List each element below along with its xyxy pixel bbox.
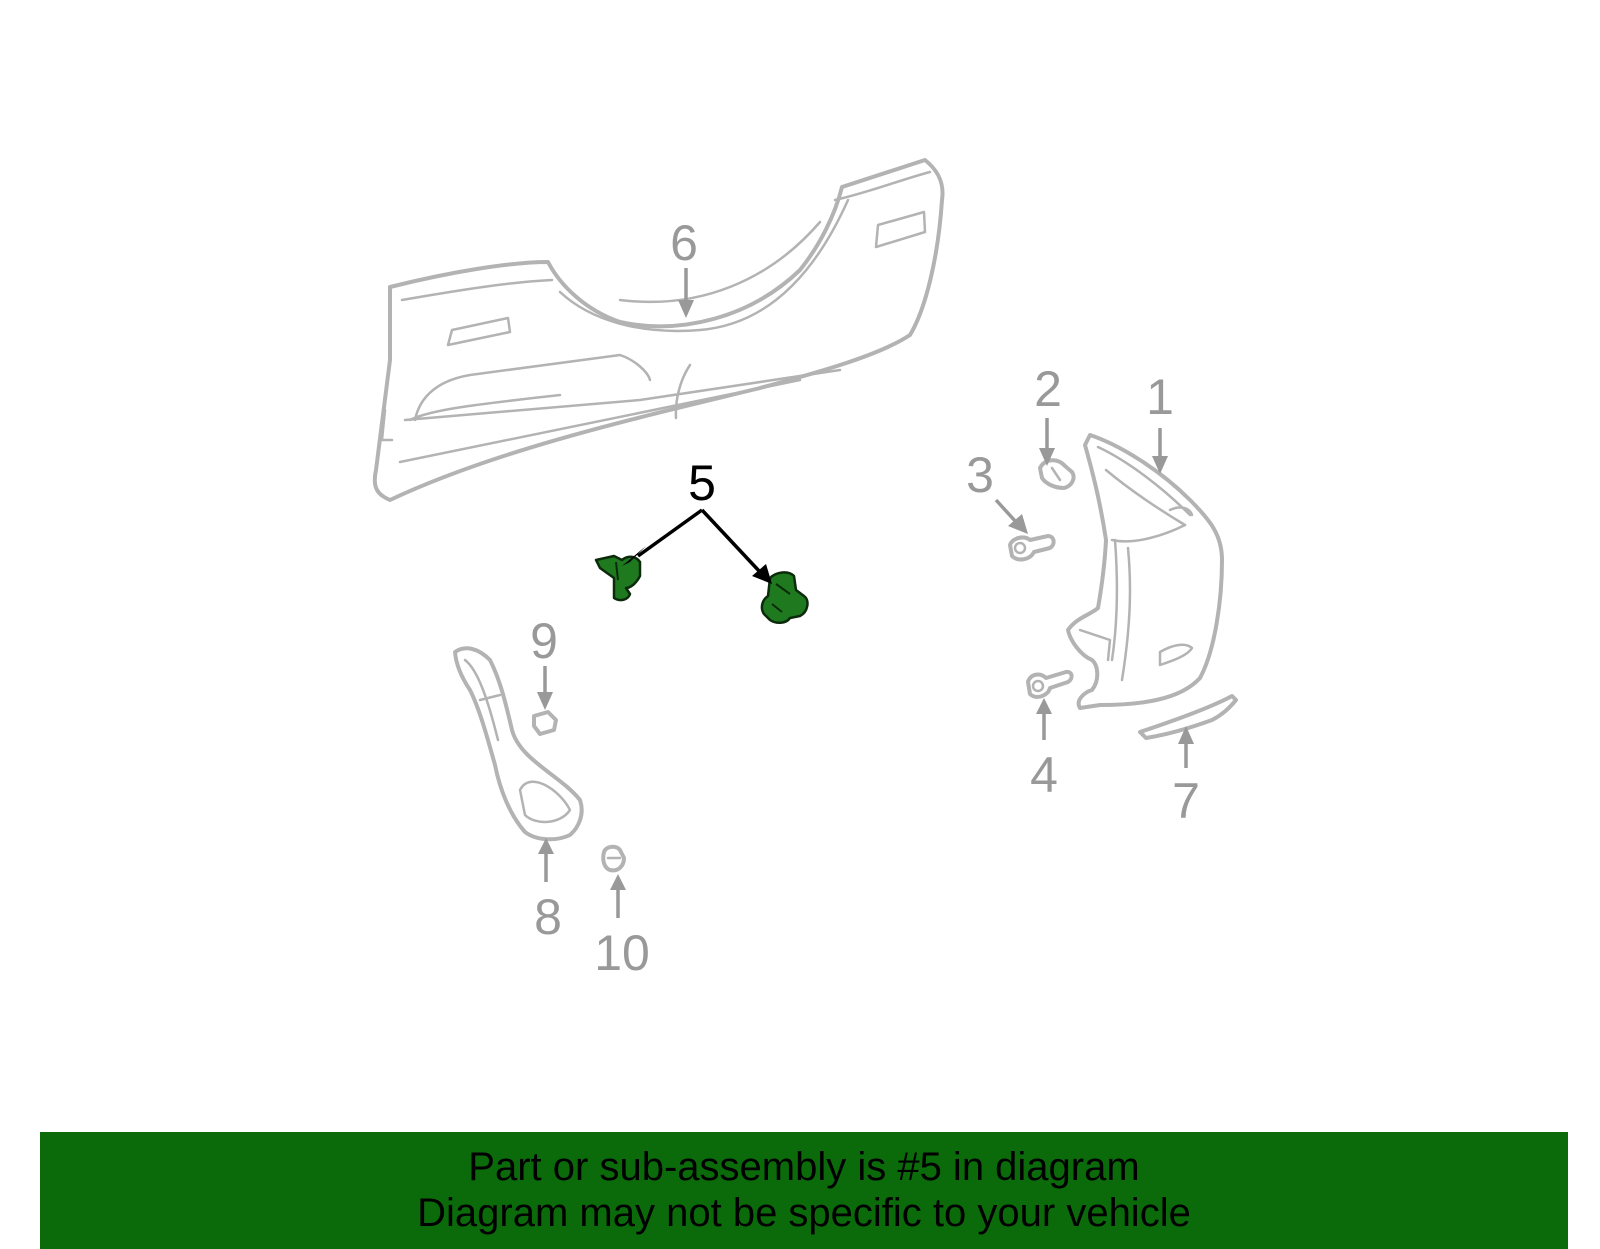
part-4-bolt xyxy=(1026,669,1074,699)
callout-8-number: 8 xyxy=(534,889,562,945)
part-2-clip xyxy=(1038,458,1076,490)
callout-8-leader xyxy=(538,838,554,882)
callout-2-leader xyxy=(1039,418,1055,466)
callout-10-leader xyxy=(610,874,626,918)
callout-7-number: 7 xyxy=(1172,773,1200,829)
callout-4-leader xyxy=(1036,698,1052,740)
callout-2-number: 2 xyxy=(1034,361,1062,417)
part-5-bracket-left xyxy=(594,554,642,602)
callout-9-number: 9 xyxy=(530,613,558,669)
callout-9-leader xyxy=(537,666,553,710)
part-6-lower-dash-panel xyxy=(372,158,945,502)
callout-7-leader xyxy=(1178,726,1194,768)
callout-5-leader xyxy=(622,508,772,584)
callout-3-number: 3 xyxy=(966,447,994,503)
callout-6-leader xyxy=(678,268,694,318)
banner-line-part-number: Part or sub-assembly is #5 in diagram xyxy=(468,1145,1140,1189)
part-7-trim-strip xyxy=(1138,694,1238,740)
part-3-screw xyxy=(1008,534,1056,562)
part-1-side-cover xyxy=(1066,433,1224,710)
banner-line-disclaimer: Diagram may not be specific to your vehi… xyxy=(417,1191,1191,1235)
callout-1-number: 1 xyxy=(1146,369,1174,425)
callout-5-number: 5 xyxy=(688,455,716,511)
callout-10-number: 10 xyxy=(594,925,650,981)
callout-1-leader xyxy=(1152,428,1168,474)
callout-6-number: 6 xyxy=(670,215,698,271)
callout-4-number: 4 xyxy=(1030,747,1058,803)
part-9-nut xyxy=(532,710,558,736)
part-5-bracket-right xyxy=(760,571,809,624)
callout-3-leader xyxy=(994,498,1028,534)
part-10-clip xyxy=(601,844,626,873)
info-banner: Part or sub-assembly is #5 in diagram Di… xyxy=(40,1132,1568,1249)
part-8-pillar-trim xyxy=(453,646,584,842)
